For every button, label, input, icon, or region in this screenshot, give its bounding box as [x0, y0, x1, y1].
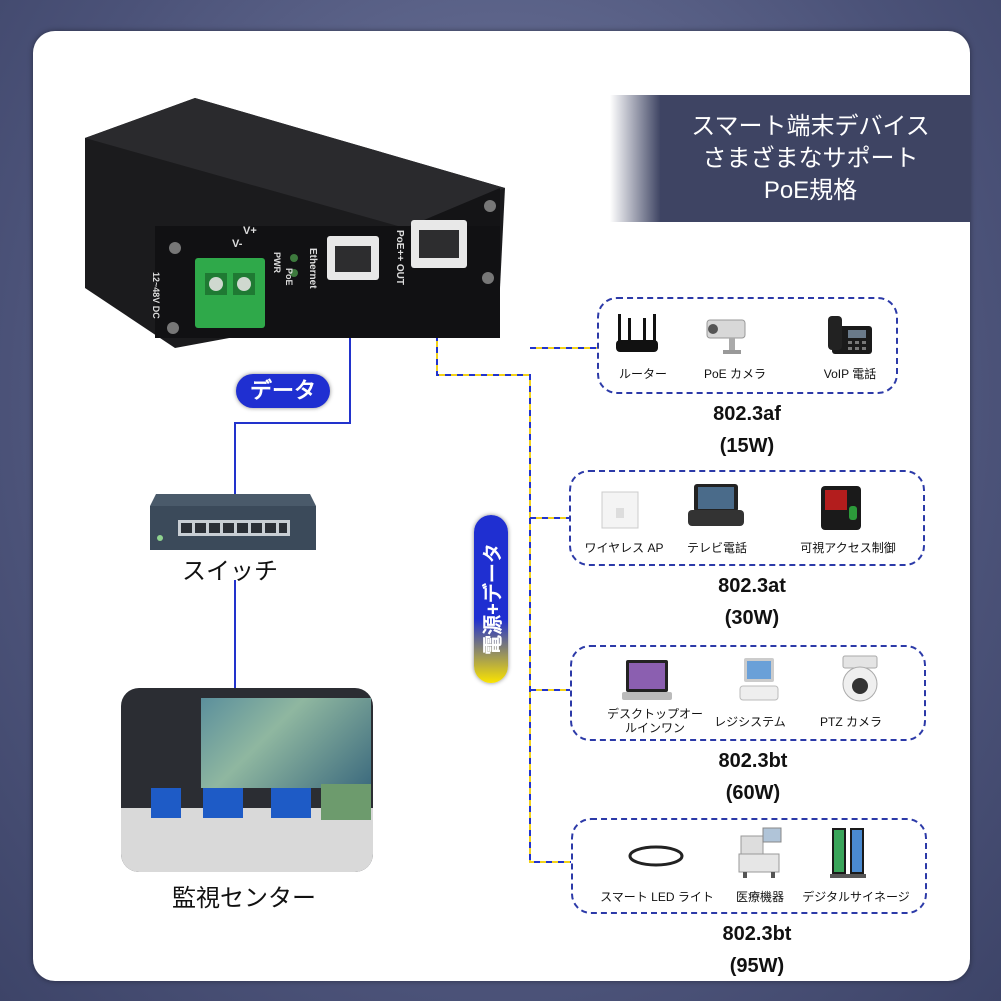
standard-bt95-name: 802.3bt — [722, 923, 792, 945]
voip-phone-icon — [828, 316, 872, 354]
monitoring-center-photo — [121, 688, 373, 872]
led-light-icon — [628, 845, 684, 867]
device-medical-equipment: 医療機器 — [735, 890, 784, 904]
standard-bt60: 802.3bt (60W) — [663, 745, 843, 809]
power-data-tag: 電源+データ — [474, 515, 508, 683]
video-phone-icon — [688, 484, 744, 526]
led-poe-label: PoE — [284, 268, 294, 286]
standard-af: 802.3af (15W) — [657, 398, 837, 462]
standard-af-name: 802.3af — [713, 403, 781, 425]
data-tag: データ — [236, 374, 330, 408]
device-voip-phone: VoIP 電話 — [823, 367, 877, 381]
device-digital-signage: デジタルサイネージ — [802, 890, 910, 904]
standard-at-name: 802.3at — [718, 575, 786, 597]
standard-at: 802.3at (30W) — [662, 570, 842, 634]
ethernet-port-label: Ethernet — [307, 248, 318, 289]
poe-camera-icon — [706, 319, 746, 354]
device-ptz-camera: PTZ カメラ — [820, 715, 882, 729]
device-led-light: スマート LED ライト — [600, 890, 714, 904]
data-line-injector-to-switch — [234, 270, 351, 495]
standard-bt60-power: (60W) — [725, 782, 781, 804]
device-all-in-one-pc: デスクトップオールインワン — [606, 707, 703, 735]
headline-line-1: スマート端末デバイス — [691, 113, 930, 140]
headline-line-3: PoE規格 — [763, 177, 858, 204]
poe-injector — [85, 98, 505, 348]
device-access-control: 可視アクセス制御 — [800, 541, 896, 555]
router-icon — [616, 314, 658, 352]
medical-equipment-icon — [738, 827, 782, 878]
device-poe-camera: PoE カメラ — [703, 367, 767, 381]
poe-out-port-label: PoE++ OUT — [394, 230, 405, 286]
voltage-label: 12~48V DC — [151, 272, 161, 319]
standard-bt60-name: 802.3bt — [718, 750, 788, 772]
network-switch — [150, 494, 316, 550]
poe-line — [436, 275, 598, 863]
pos-system-icon — [739, 658, 779, 701]
monitoring-center-label: 監視センター — [172, 885, 316, 912]
digital-signage-icon — [830, 828, 866, 878]
power-data-label: 電源+データ — [482, 543, 505, 655]
terminal-vplus-label: V+ — [243, 225, 257, 237]
standard-at-power: (30W) — [724, 607, 780, 629]
wireless-ap-icon — [601, 491, 639, 529]
standard-bt95-power: (95W) — [729, 955, 785, 977]
standard-af-power: (15W) — [719, 435, 775, 457]
standard-bt95: 802.3bt (95W) — [667, 918, 847, 982]
device-router: ルーター — [618, 367, 667, 381]
device-video-phone: テレビ電話 — [686, 541, 747, 555]
led-pwr-label: PWR — [272, 252, 282, 273]
headline-banner: スマート端末デバイス さまざまなサポート PoE規格 — [610, 95, 971, 222]
all-in-one-pc-icon — [622, 660, 672, 700]
device-pos-system: レジシステム — [714, 715, 786, 729]
headline-line-2: さまざまなサポート — [702, 145, 919, 172]
device-wireless-ap: ワイヤレス AP — [584, 541, 664, 555]
terminal-vminus-label: V- — [232, 238, 243, 250]
ptz-camera-icon — [842, 655, 878, 702]
switch-label: スイッチ — [182, 558, 278, 585]
access-control-icon — [821, 486, 861, 530]
